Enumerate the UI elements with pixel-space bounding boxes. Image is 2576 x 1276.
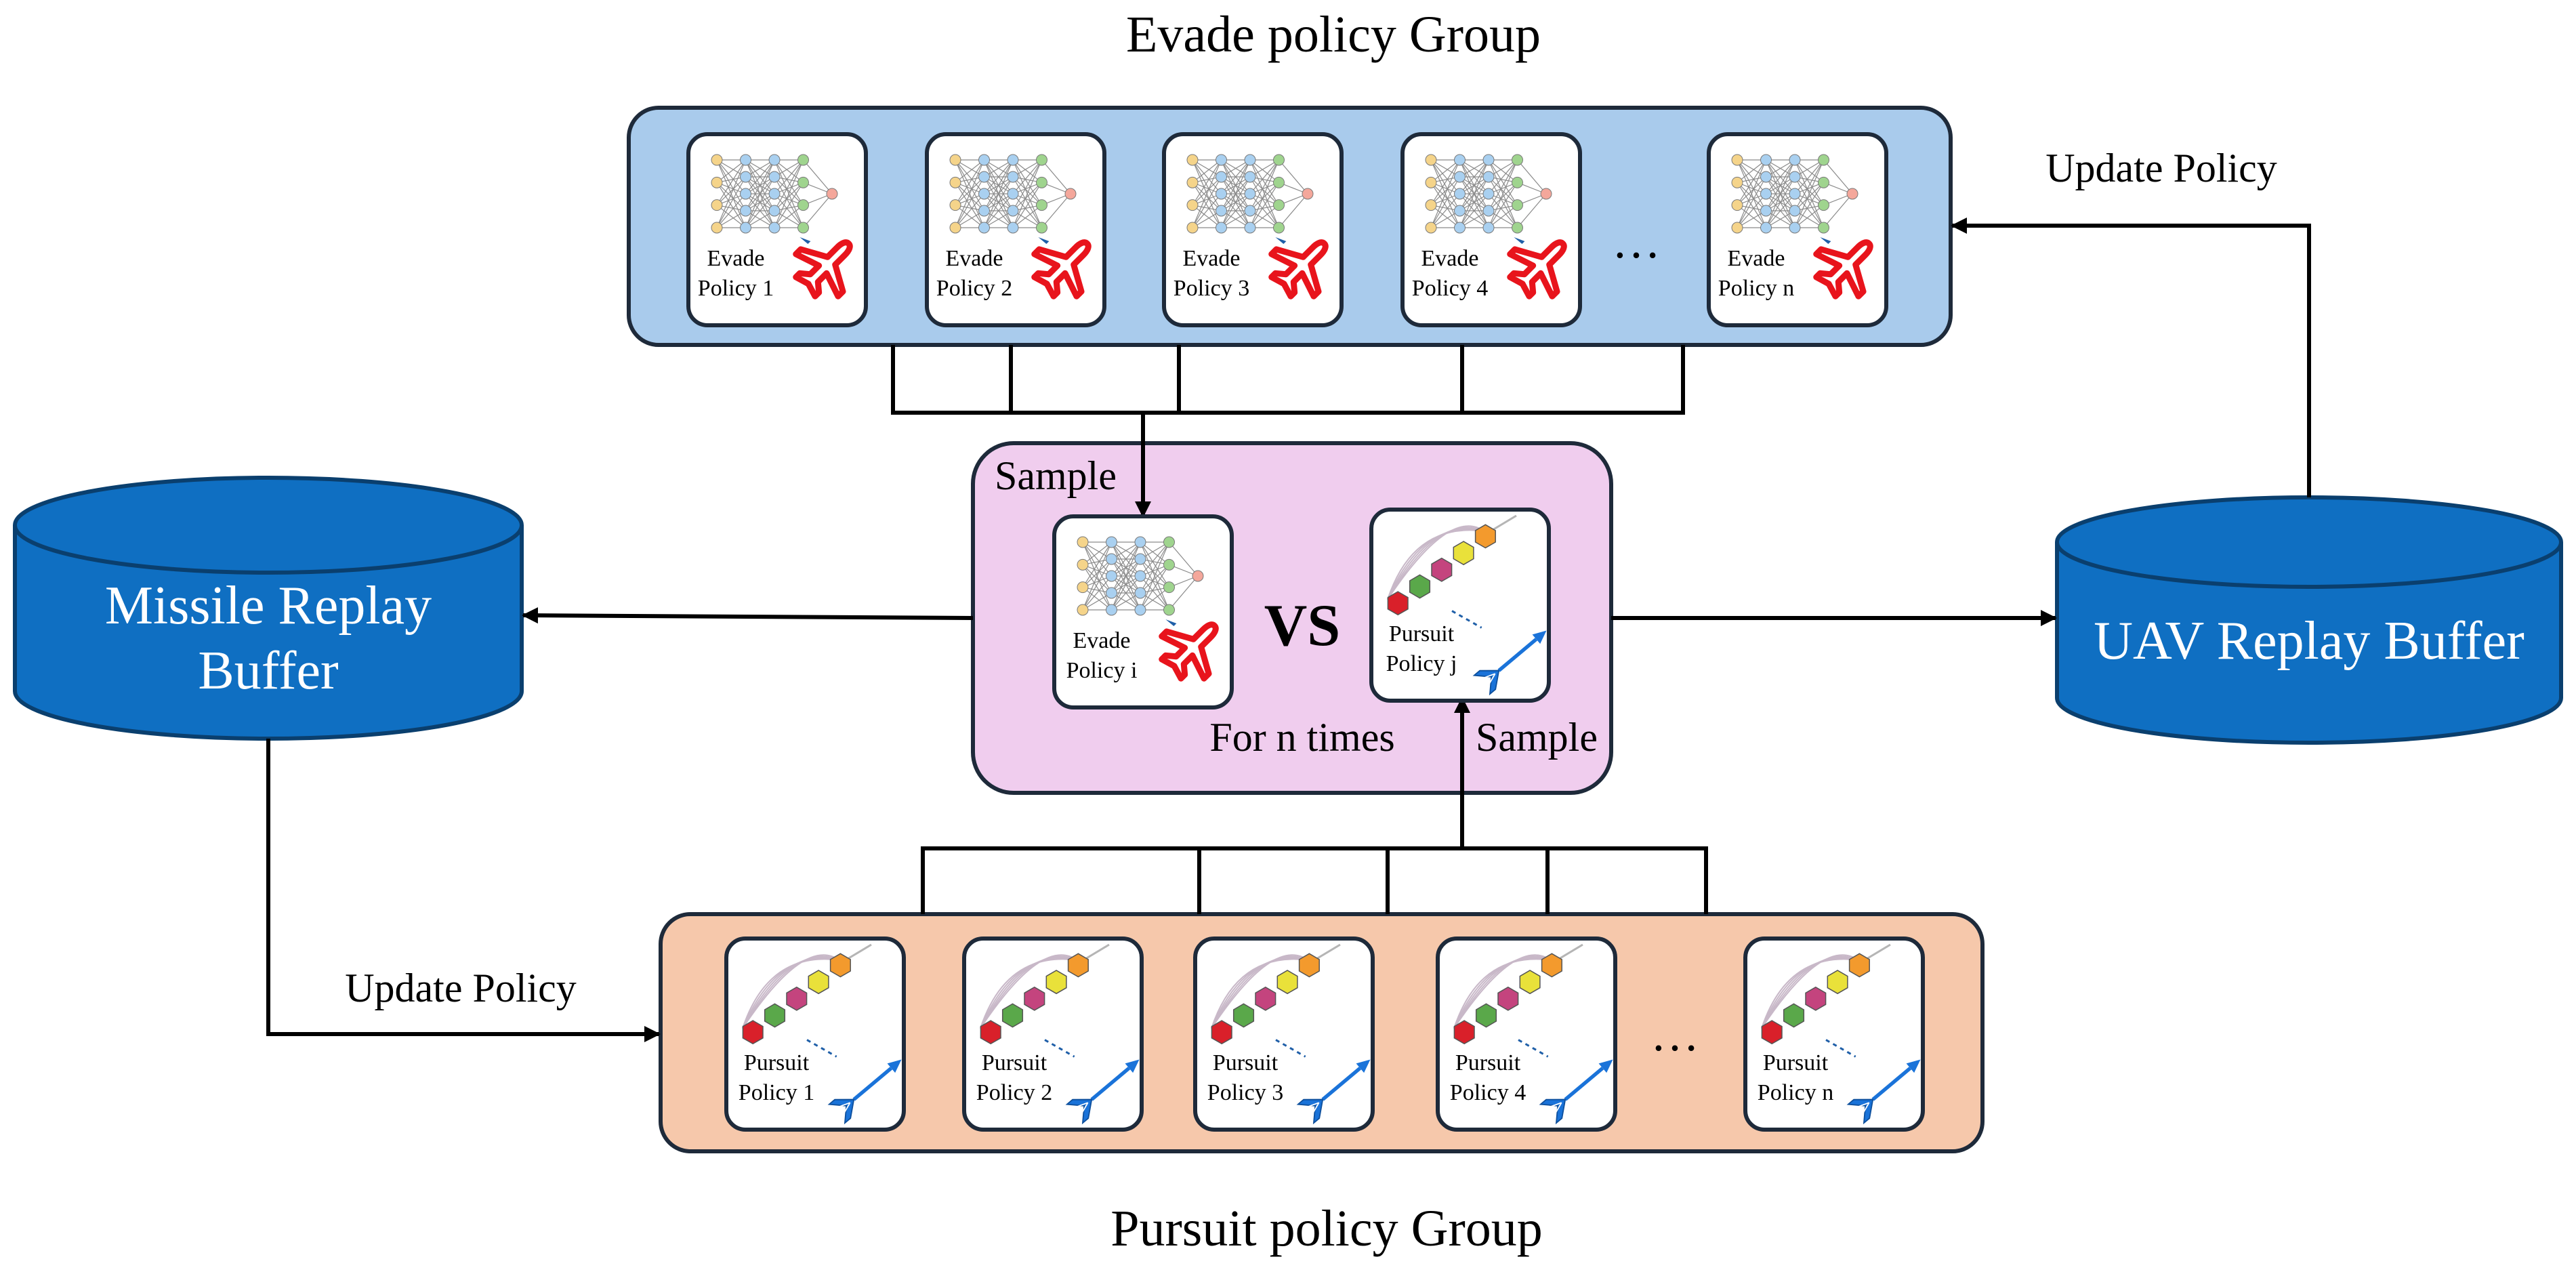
policy-card-line1: Evade xyxy=(1421,246,1479,271)
uav-buffer-line1: UAV Replay Buffer xyxy=(2094,611,2525,671)
plane-icon xyxy=(793,239,853,300)
dart-icon xyxy=(1472,630,1547,696)
vs-label: VS xyxy=(1264,593,1341,659)
policy-card-line2: Policy 2 xyxy=(976,1080,1052,1105)
policy-card-line2: Policy 1 xyxy=(739,1080,814,1105)
neural-network-icon xyxy=(711,154,838,244)
evade-group-ellipsis: … xyxy=(1612,214,1661,268)
policy-card-line1: Pursuit xyxy=(1389,621,1455,646)
policy-card-line2: Policy n xyxy=(1758,1080,1833,1105)
policy-card-line2: Policy 2 xyxy=(936,276,1012,301)
plane-icon xyxy=(1813,239,1873,300)
hexagon-chain-icon xyxy=(1453,943,1583,1058)
policy-card-line1: Evade xyxy=(707,246,765,271)
dart-icon xyxy=(1065,1059,1140,1125)
policy-card-line2: Policy 4 xyxy=(1412,276,1488,301)
loop-label: For n times xyxy=(1209,715,1394,760)
policy-card-line1: Pursuit xyxy=(1455,1050,1521,1075)
neural-network-icon xyxy=(949,154,1077,244)
policy-card-line2: Policy n xyxy=(1718,276,1794,301)
update-pursuit-arrow xyxy=(266,739,661,1042)
policy-card-line2: Policy 3 xyxy=(1207,1080,1283,1105)
policy-card-line2: Policy i xyxy=(1066,658,1138,683)
policy-card-line1: Evade xyxy=(946,246,1003,271)
neural-network-icon xyxy=(1077,536,1204,626)
missile-replay-buffer: Missile Replay Buffer xyxy=(13,476,524,741)
plane-icon xyxy=(1159,621,1219,682)
missile-buffer-line1: Missile Replay xyxy=(105,576,432,636)
policy-card-line1: Pursuit xyxy=(1763,1050,1829,1075)
policy-card-line1: Evade xyxy=(1073,628,1131,653)
policy-card-line1: Pursuit xyxy=(1213,1050,1279,1075)
dart-icon xyxy=(1539,1059,1613,1125)
sample-label-bottom: Sample xyxy=(1476,715,1598,760)
update-evade-arrow xyxy=(1951,218,2311,497)
pursuit-connector xyxy=(921,846,1708,914)
hexagon-chain-icon xyxy=(1387,514,1517,629)
evade-connector xyxy=(891,345,1685,415)
policy-card-line1: Pursuit xyxy=(982,1050,1047,1075)
plane-icon xyxy=(1268,239,1329,300)
update-policy-right-label: Update Policy xyxy=(2045,146,2277,190)
policy-card-line2: Policy 1 xyxy=(698,276,774,301)
policy-card-line1: Evade xyxy=(1183,246,1241,271)
update-policy-left-label: Update Policy xyxy=(345,966,577,1010)
hexagon-chain-icon xyxy=(1211,943,1341,1058)
dart-icon xyxy=(1296,1059,1371,1125)
policy-card-line1: Evade xyxy=(1728,246,1785,271)
pursuit-group-ellipsis: … xyxy=(1650,1007,1699,1061)
dart-icon xyxy=(827,1059,902,1125)
policy-card-line2: Policy j xyxy=(1386,651,1457,676)
policy-card-line2: Policy 3 xyxy=(1173,276,1249,301)
to-missile-buffer-arrow xyxy=(522,607,974,624)
uav-replay-buffer: UAV Replay Buffer xyxy=(2055,495,2563,745)
neural-network-icon xyxy=(1186,154,1314,244)
evade-group-title: Evade policy Group xyxy=(1126,6,1541,63)
hexagon-chain-icon xyxy=(742,943,872,1058)
hexagon-chain-icon xyxy=(1761,943,1891,1058)
pursuit-group-title: Pursuit policy Group xyxy=(1110,1200,1543,1257)
plane-icon xyxy=(1031,239,1092,300)
plane-icon xyxy=(1507,239,1567,300)
sample-label-top: Sample xyxy=(995,453,1117,498)
dart-icon xyxy=(1846,1059,1921,1125)
neural-network-icon xyxy=(1731,154,1858,244)
policy-card-line1: Pursuit xyxy=(744,1050,810,1075)
neural-network-icon xyxy=(1425,154,1552,244)
hexagon-chain-icon xyxy=(980,943,1110,1058)
policy-card-line2: Policy 4 xyxy=(1450,1080,1526,1105)
missile-buffer-line2: Buffer xyxy=(198,641,338,701)
